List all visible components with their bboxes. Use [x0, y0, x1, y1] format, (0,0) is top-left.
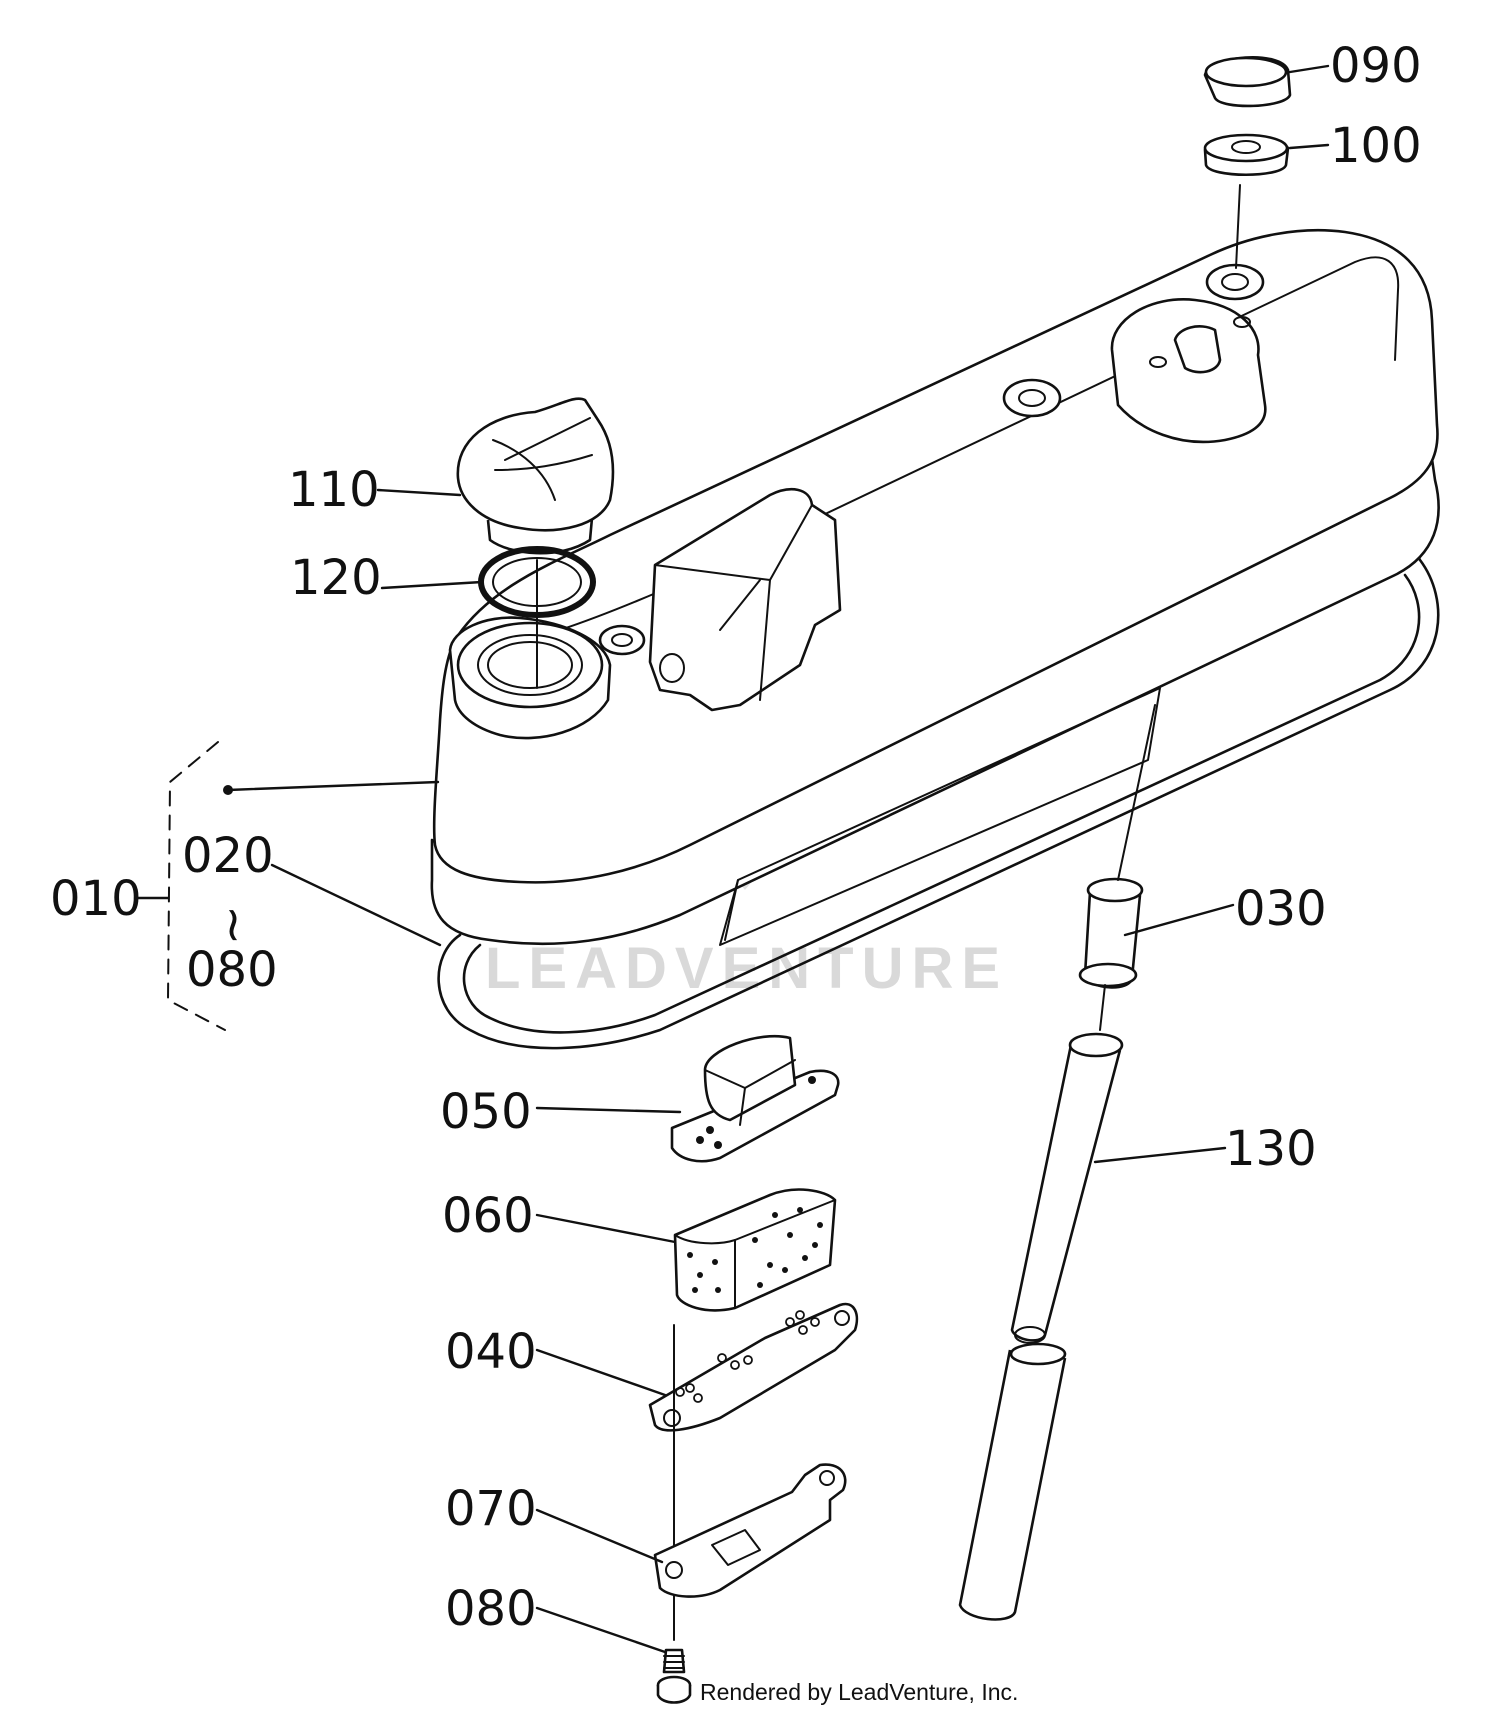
callout-100: 100: [1330, 118, 1422, 174]
callout-labels: 090 100 110 120 010 020 ~ 080 030 130 05…: [50, 38, 1422, 1637]
breather-chamber-outline: [719, 687, 1161, 946]
filter-texture: [687, 1207, 823, 1293]
callout-130: 130: [1225, 1121, 1317, 1177]
callout-030: 030: [1235, 881, 1327, 937]
filter-element: [673, 1188, 837, 1312]
callout-090: 090: [1330, 38, 1422, 94]
breather-slot: [1173, 325, 1222, 374]
valve-cover: [430, 229, 1440, 1050]
watermark-text: LEADVENTURE: [485, 936, 1008, 1001]
cover-gasket-inner: [462, 573, 1421, 1034]
callout-060: 060: [442, 1188, 534, 1244]
baffle-holes: [675, 1310, 820, 1403]
breather-plate: [653, 1463, 847, 1598]
cap-body: [456, 397, 615, 532]
callout-080-range: 080: [186, 942, 278, 998]
cover-boss-center: [1002, 378, 1062, 418]
callout-040: 040: [445, 1324, 537, 1380]
callout-110: 110: [288, 462, 380, 518]
callout-range-mark: ~: [206, 905, 262, 945]
leader-lines: [270, 64, 1330, 1654]
axis-line-hose: [1117, 704, 1156, 881]
cover-boss-left: [598, 624, 646, 656]
cover-boss-right: [1205, 263, 1265, 301]
washer-and-cap-nut: [1203, 55, 1292, 269]
callout-010: 010: [50, 871, 142, 927]
filler-thread: [477, 634, 583, 696]
footer-credit: Rendered by LeadVenture, Inc.: [700, 1679, 1018, 1705]
callout-120: 120: [290, 550, 382, 606]
callout-020: 020: [182, 828, 274, 884]
group-bracket-010: [133, 741, 440, 1031]
breather-hose: [958, 1032, 1124, 1621]
oil-filler-cap: [456, 397, 615, 555]
axis-line-top: [1235, 184, 1241, 269]
screw: [656, 1648, 692, 1704]
callout-080: 080: [445, 1581, 537, 1637]
callout-050: 050: [440, 1084, 532, 1140]
cover-gasket: [437, 523, 1440, 1050]
hose-connector: [1078, 704, 1156, 1031]
breather-housing: [670, 1034, 840, 1163]
callout-070: 070: [445, 1481, 537, 1537]
